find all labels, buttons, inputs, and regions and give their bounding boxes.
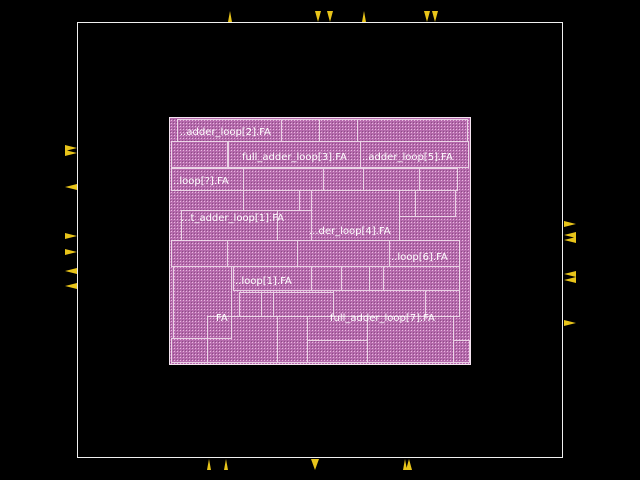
- top-pin-2[interactable]: [315, 11, 321, 22]
- top-pin-6[interactable]: [432, 11, 438, 22]
- left-pin-7[interactable]: [65, 283, 77, 289]
- bottom-pin-4[interactable]: [403, 459, 407, 470]
- left-pin-1[interactable]: [65, 145, 77, 151]
- right-pin-6[interactable]: [564, 320, 576, 326]
- cell-label-fa: FA: [216, 313, 228, 324]
- top-pin-1[interactable]: [228, 11, 232, 22]
- right-pin-3[interactable]: [564, 237, 576, 243]
- io-pins: [65, 11, 576, 470]
- cell-label-adder-loop-4: ...der_loop[4].FA: [309, 226, 391, 237]
- cell-label-loop-1b: ..loop[1].FA: [235, 276, 292, 287]
- left-pin-2[interactable]: [65, 150, 77, 156]
- left-pin-5[interactable]: [65, 249, 77, 255]
- bottom-pin-2[interactable]: [224, 459, 228, 470]
- cell-label-loop-unknown: ..loop[?].FA: [173, 176, 229, 187]
- right-pin-5[interactable]: [564, 277, 576, 283]
- top-pin-3[interactable]: [327, 11, 333, 22]
- cell-label-full-adder-loop-7: full_adder_loop[7].FA: [330, 313, 435, 324]
- cell-label-full-adder-loop-3: full_adder_loop[3].FA: [242, 152, 347, 163]
- top-pin-5[interactable]: [424, 11, 430, 22]
- left-pin-6[interactable]: [65, 268, 77, 274]
- right-pin-2[interactable]: [564, 232, 576, 238]
- bottom-pin-3[interactable]: [311, 459, 319, 470]
- bottom-pin-1[interactable]: [207, 459, 211, 470]
- right-pin-1[interactable]: [564, 221, 576, 227]
- right-pin-4[interactable]: [564, 271, 576, 277]
- top-pin-4[interactable]: [362, 11, 366, 22]
- cell-label-adder-loop-2: ..adder_loop[2].FA: [180, 127, 271, 138]
- cell-label-loop-6: ..loop[6].FA: [391, 252, 448, 263]
- bottom-pin-5[interactable]: [406, 459, 412, 470]
- cell-boundaries: [171, 119, 470, 363]
- cell-label-adder-loop-5: ..adder_loop[5].FA: [362, 152, 453, 163]
- cell-label-adder-loop-1a: ...t_adder_loop[1].FA: [181, 213, 284, 224]
- left-pin-4[interactable]: [65, 233, 77, 239]
- left-pin-3[interactable]: [65, 184, 77, 190]
- die-outline: [77, 22, 563, 458]
